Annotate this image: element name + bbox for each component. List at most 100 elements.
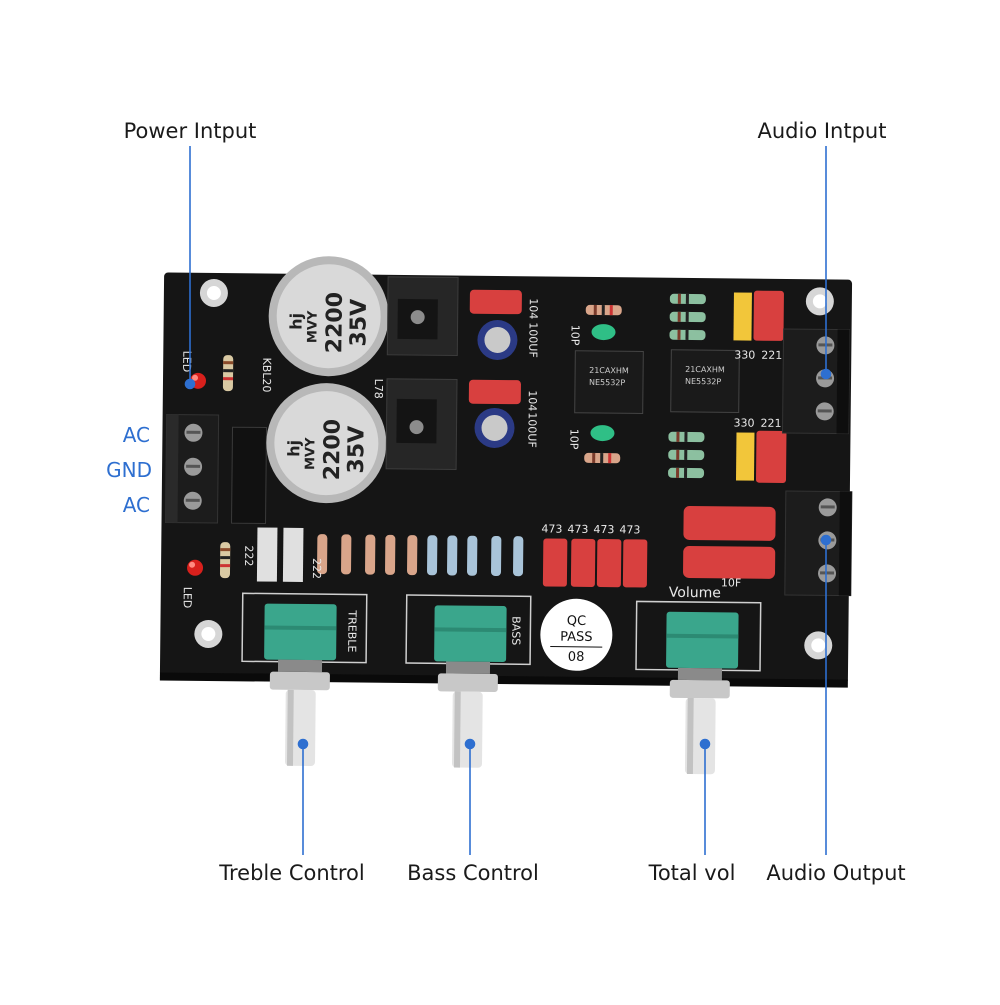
svg-text:35V: 35V: [344, 426, 369, 474]
mounting-hole: [194, 619, 223, 648]
resistor: [584, 452, 621, 464]
cap-10p: 10P: [567, 429, 580, 450]
resistor: [669, 293, 706, 305]
mounting-hole: [805, 287, 834, 316]
cap-330: 330: [734, 416, 755, 429]
resistor: [222, 355, 234, 392]
label-audio-output: Audio Output: [766, 861, 905, 885]
film-capacitor: [683, 505, 776, 541]
yellow-capacitor: [733, 292, 752, 341]
mounting-hole: [199, 278, 228, 307]
cap-value: 100UF: [526, 322, 539, 358]
svg-text:NE5532P: NE5532P: [685, 377, 721, 386]
callout-dot-volume: [699, 738, 711, 750]
cap-221: 221: [761, 349, 782, 362]
qc-line3: 08: [568, 650, 585, 665]
callout-dot-treble: [297, 738, 309, 750]
svg-text:hj: hj: [284, 440, 303, 457]
bridge-rectifier: [231, 426, 268, 525]
cap-221: 221: [761, 417, 782, 430]
film-code: 473: [567, 523, 588, 536]
label-power-input: Power Intput: [124, 119, 257, 143]
electrolytic-capacitor: [474, 407, 515, 448]
resistor-row: [317, 534, 524, 577]
resistor: [669, 311, 706, 323]
resistor: [669, 329, 706, 341]
cap-code: 104: [526, 390, 539, 411]
qc-line2: PASS: [560, 630, 593, 645]
svg-text:MVY: MVY: [303, 437, 318, 470]
cap-10p: 10P: [568, 325, 581, 346]
resistor: [668, 467, 705, 479]
pin-label-ac-bottom: AC: [123, 493, 150, 517]
cap-value: 100UF: [525, 412, 538, 448]
label-audio-input: Audio Intput: [758, 119, 887, 143]
svg-text:hj: hj: [287, 313, 306, 330]
treble-potentiometer: [264, 603, 337, 767]
film-code: 473: [593, 523, 614, 536]
pot-label-volume: Volume: [669, 585, 721, 602]
film-capacitor: [469, 289, 522, 315]
filter-capacitor: hj MVY 2200 35V: [268, 256, 389, 377]
resistor: [668, 449, 705, 461]
regulator-label: L78: [372, 379, 385, 399]
terminal-screw: [183, 491, 202, 510]
svg-text:2200: 2200: [322, 292, 348, 353]
pot-label-treble: TREBLE: [345, 609, 358, 652]
voltage-regulator: [385, 378, 458, 471]
pcb-board: KBL20 LED LED hj MVY 2200 35V hj MVY 220…: [159, 256, 853, 775]
audio-input-terminal: [781, 328, 851, 435]
volume-potentiometer: [666, 611, 739, 775]
bass-potentiometer: [434, 605, 507, 768]
qc-line1: QC: [567, 614, 586, 629]
svg-text:2200: 2200: [320, 419, 346, 480]
qc-pass-sticker: QC PASS 08: [540, 598, 613, 671]
film-capacitor: [596, 539, 622, 588]
film-capacitor: [753, 290, 784, 341]
svg-text:NE5532P: NE5532P: [589, 378, 625, 387]
film-code: 473: [619, 523, 640, 536]
resistor: [219, 542, 231, 579]
terminal-screw: [818, 498, 837, 517]
terminal-screw: [184, 423, 203, 442]
res-222: 222: [242, 545, 255, 566]
pin-label-gnd: GND: [106, 458, 152, 482]
callout-lines: [184, 146, 832, 855]
film-capacitor: [622, 539, 648, 588]
pot-label-bass: BASS: [509, 616, 522, 645]
ceramic-capacitor: [590, 425, 615, 442]
box-capacitor: [256, 527, 278, 582]
callout-dot-audio-input: [820, 368, 832, 380]
film-capacitor: [542, 538, 568, 587]
resistor: [668, 431, 705, 443]
callout-dot-power: [184, 378, 196, 390]
terminal-screw: [184, 457, 203, 476]
yellow-capacitor: [735, 432, 755, 481]
bridge-label: KBL20: [260, 357, 273, 392]
led-top-label: LED: [180, 351, 193, 373]
res-222: 222: [310, 558, 323, 579]
led-bottom-label: LED: [181, 587, 194, 609]
led-bottom: [187, 559, 204, 576]
filter-capacitor: hj MVY 2200 35V: [266, 383, 387, 504]
svg-text:35V: 35V: [346, 299, 371, 347]
resistor: [585, 304, 622, 316]
cap-code: 104: [527, 298, 540, 319]
opamp-ic: 21CAXHM NE5532P: [574, 350, 644, 414]
film-capacitor: [755, 430, 787, 483]
terminal-screw: [815, 402, 834, 421]
callout-dot-bass: [464, 738, 476, 750]
pin-label-ac-top: AC: [123, 423, 150, 447]
label-total-vol: Total vol: [648, 861, 736, 885]
svg-text:MVY: MVY: [305, 310, 320, 343]
svg-text:21CAXHM: 21CAXHM: [685, 365, 725, 374]
opamp-ic: 21CAXHM NE5532P: [670, 349, 740, 414]
film-capacitor: [468, 379, 521, 405]
film-capacitor: [570, 538, 596, 587]
terminal-screw: [818, 564, 837, 583]
svg-text:21CAXHM: 21CAXHM: [589, 366, 629, 375]
box-capacitor: [282, 527, 304, 582]
voltage-regulator: [386, 276, 459, 357]
cap-330: 330: [734, 348, 755, 361]
